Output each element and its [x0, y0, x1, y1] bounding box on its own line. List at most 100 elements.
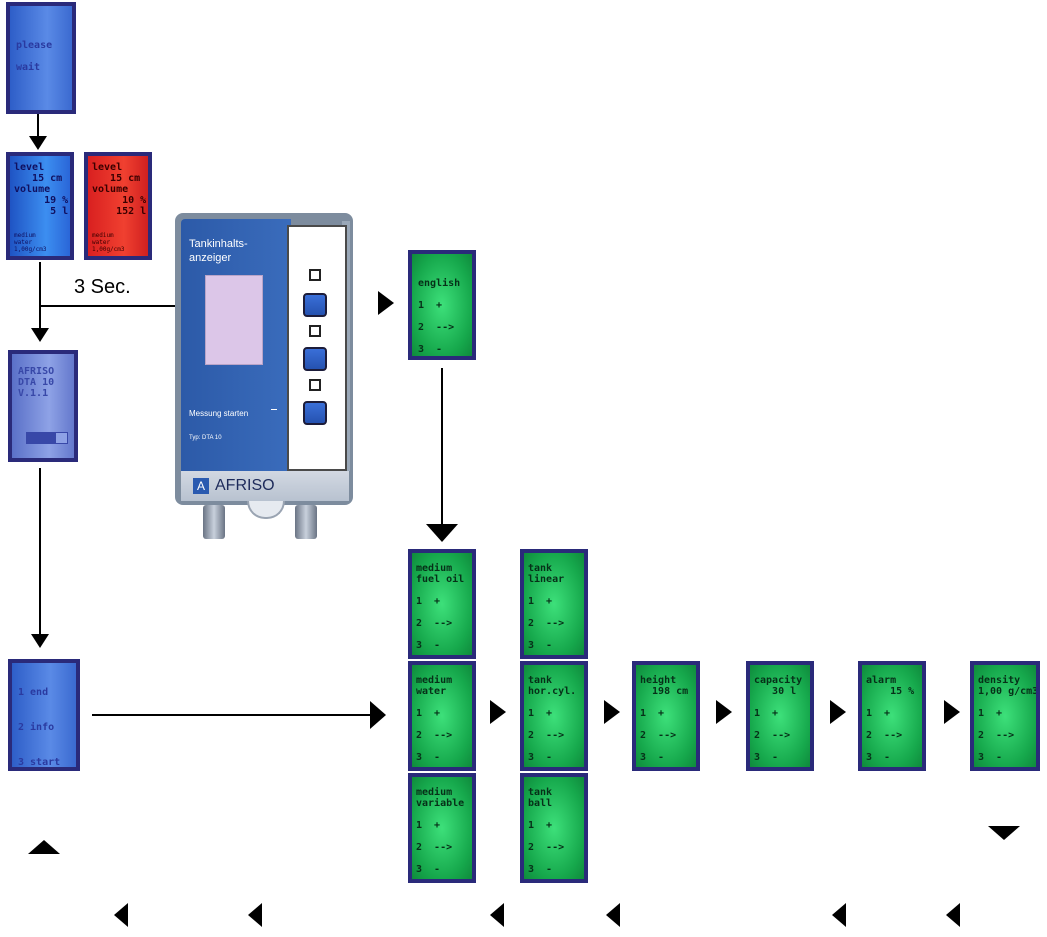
screen-line: water: [14, 239, 33, 246]
led-1: [309, 269, 321, 281]
screen-line: [754, 741, 806, 752]
screen-line: 2 -->: [978, 730, 1015, 741]
screen-line: 3 -: [528, 640, 553, 651]
screen-line: medium: [416, 787, 453, 798]
arrow-left-5: [832, 903, 846, 927]
screen-line: 3 -: [528, 752, 553, 763]
screen-line: 3 start: [18, 757, 61, 768]
screen-line: water: [92, 239, 111, 246]
screen-line: AFRISO: [18, 366, 55, 377]
screen-line: medium: [14, 232, 36, 239]
screen-line: medium: [92, 232, 114, 239]
screen-line: 198 cm: [640, 686, 689, 697]
screen-line: level: [92, 162, 123, 173]
device-dash: [271, 409, 277, 410]
screen-line: 2 -->: [528, 730, 565, 741]
screen-line: 1 +: [754, 708, 779, 719]
screen-line: 2 -->: [528, 618, 565, 629]
screen-line: density: [978, 675, 1021, 686]
arrow-left-6: [946, 903, 960, 927]
arrowhead-down-2: [31, 328, 49, 342]
arrow-right-tank-to-height: [604, 700, 620, 724]
screen-line: [866, 741, 918, 752]
screen-line: 1,00g/cm3: [92, 246, 125, 253]
screen-line: 1 +: [416, 708, 441, 719]
screen-line: 3 -: [866, 752, 891, 763]
screen-line: 3 -: [416, 640, 441, 651]
led-3: [309, 379, 321, 391]
screen-line: [978, 697, 1034, 708]
arrow-right-height-to-capacity: [716, 700, 732, 724]
screen-line: height: [640, 675, 677, 686]
screen-line: water: [416, 686, 447, 697]
arrow-left-3: [490, 903, 504, 927]
screen-line: 2 info: [18, 722, 55, 733]
screen-line: [528, 697, 580, 708]
screen-line: 5 l: [14, 206, 69, 217]
screen-line: 3 -: [416, 752, 441, 763]
screen-line: 2 -->: [416, 618, 453, 629]
screen-line: tank: [528, 787, 553, 798]
screen-line: 1 +: [640, 708, 665, 719]
afriso-device: Tankinhalts- anzeiger Messung starten Ty…: [175, 213, 355, 539]
screen-line: DTA 10: [18, 377, 55, 388]
screen-line: [978, 719, 1034, 730]
arrowhead-right-menu: [370, 701, 386, 729]
device-button-2[interactable]: [303, 347, 327, 371]
arrowhead-down-medium: [426, 524, 458, 542]
screen-line: 2 -->: [416, 842, 453, 853]
device-button-3[interactable]: [303, 401, 327, 425]
arrow-left-1: [114, 903, 128, 927]
screen-line: 2 -->: [528, 842, 565, 853]
screen-line: 3 -: [978, 752, 1003, 763]
device-type-label: Typ: DTA 10: [189, 435, 222, 441]
screen-line: 3 -: [640, 752, 665, 763]
screen-line: [528, 831, 580, 842]
screen-line: 15 cm: [92, 173, 141, 184]
screen-line: please: [16, 40, 53, 51]
screen-line: 1 +: [866, 708, 891, 719]
screen-line: variable: [416, 798, 465, 809]
screen-line: [640, 741, 692, 752]
screen-line: [528, 741, 580, 752]
screen-line: english: [418, 278, 461, 289]
screen-line: medium: [416, 675, 453, 686]
screen-line: 1 +: [528, 708, 553, 719]
screen-line: volume: [14, 184, 51, 195]
screen-line: fuel oil: [416, 574, 465, 585]
screen-line: 1 +: [528, 596, 553, 607]
screen-line: 2 -->: [640, 730, 677, 741]
screen-line: [528, 607, 580, 618]
screen-line: [528, 585, 580, 596]
device-title-line1: Tankinhalts-: [189, 238, 248, 250]
arrow-up-return: [28, 840, 60, 854]
screen-height: height 198 cm 1 + 2 --> 3 -: [632, 661, 700, 771]
screen-line: 1 +: [418, 300, 443, 311]
screen-line: [754, 719, 806, 730]
device-button-1[interactable]: [303, 293, 327, 317]
screen-line: linear: [528, 574, 565, 585]
screen-line: [754, 697, 806, 708]
screen-line: [416, 585, 468, 596]
progress-bar: [26, 432, 68, 444]
screen-line: 1,00g/cm3: [14, 246, 47, 253]
screen-line: V.1.1: [18, 388, 49, 399]
screen-line: 1 +: [528, 820, 553, 831]
arrowhead-down-3: [31, 634, 49, 648]
screen-line: 1,00 g/cm3: [978, 686, 1039, 697]
screen-line: 1 +: [416, 820, 441, 831]
